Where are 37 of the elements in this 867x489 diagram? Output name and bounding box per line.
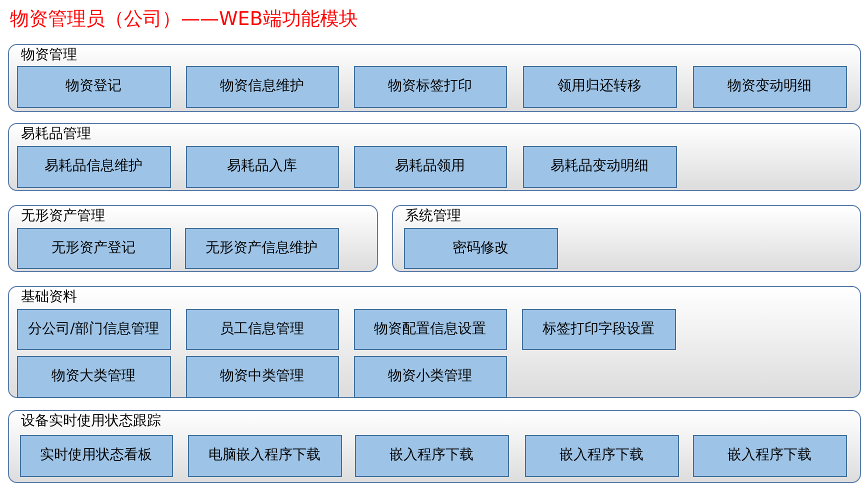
module-box: 无形资产登记 [16, 228, 170, 268]
group-panel [8, 44, 861, 112]
group-panel [8, 286, 861, 398]
group-title: 无形资产管理 [21, 207, 105, 225]
module-box: 物资信息维护 [186, 66, 338, 108]
group-panel [8, 123, 861, 191]
module-box: 嵌入程序下载 [354, 434, 508, 476]
group-title: 基础资料 [21, 288, 77, 306]
diagram-title: 物资管理员（公司）——WEB端功能模块 [10, 7, 358, 32]
module-box: 嵌入程序下载 [692, 434, 846, 476]
group-title: 物资管理 [21, 46, 77, 64]
module-box: 物资变动明细 [692, 66, 846, 108]
module-box: 分公司/部门信息管理 [16, 308, 170, 350]
group-title: 易耗品管理 [21, 125, 91, 143]
group-panel [8, 205, 378, 272]
module-box: 物资登记 [16, 66, 170, 108]
module-box: 标签打印字段设置 [522, 308, 676, 350]
group-panel [8, 410, 861, 483]
module-box: 嵌入程序下载 [524, 434, 678, 476]
module-box: 物资大类管理 [16, 356, 170, 398]
module-box: 物资配置信息设置 [354, 308, 506, 350]
module-box: 密码修改 [404, 228, 558, 268]
module-box: 物资标签打印 [354, 66, 506, 108]
module-box: 易耗品入库 [186, 146, 338, 188]
group-title: 系统管理 [405, 207, 461, 225]
module-box: 易耗品信息维护 [16, 146, 170, 188]
module-box: 易耗品领用 [354, 146, 506, 188]
module-box: 实时使用状态看板 [20, 434, 172, 476]
group-panel [392, 205, 861, 272]
module-box: 领用归还转移 [522, 66, 676, 108]
module-box: 易耗品变动明细 [522, 146, 676, 188]
module-box: 电脑嵌入程序下载 [188, 434, 342, 476]
module-box: 员工信息管理 [186, 308, 338, 350]
module-box: 物资小类管理 [354, 356, 506, 398]
module-box: 无形资产信息维护 [184, 228, 338, 268]
module-box: 物资中类管理 [186, 356, 338, 398]
group-title: 设备实时使用状态跟踪 [21, 412, 161, 430]
